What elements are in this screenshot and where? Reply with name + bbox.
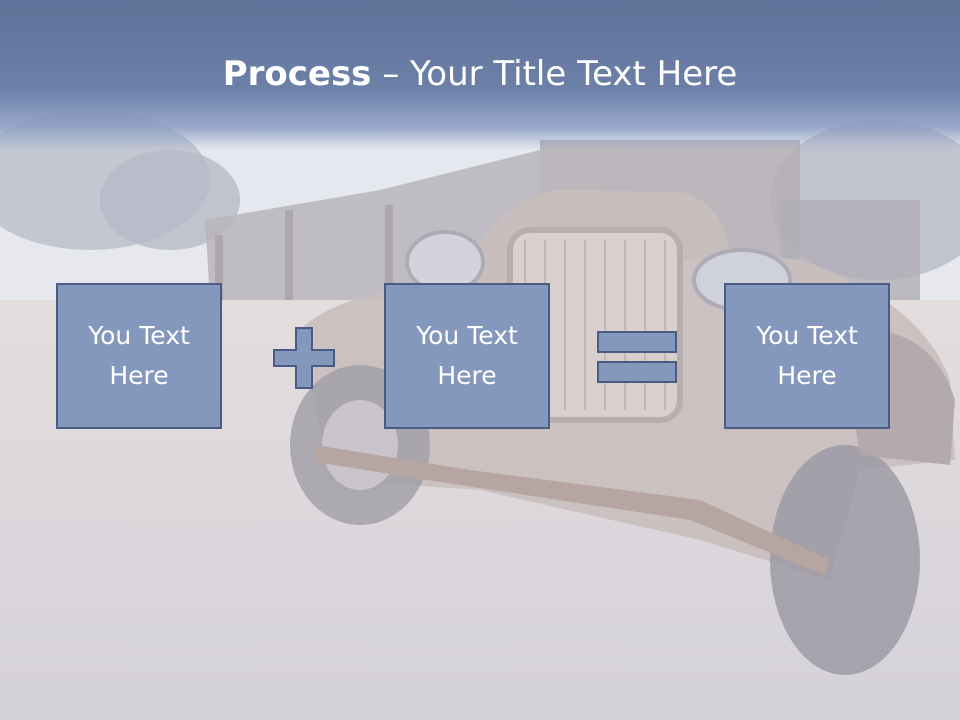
title-rest: – Your Title Text Here <box>371 54 738 94</box>
equals-icon <box>597 331 677 383</box>
title-bar <box>0 0 960 150</box>
text-box-3[interactable]: You Text Here <box>724 283 890 429</box>
slide-title[interactable]: Process – Your Title Text Here <box>0 52 960 96</box>
plus-icon <box>273 327 335 389</box>
text-box-2-label: You Text Here <box>416 321 518 390</box>
title-bold: Process <box>222 54 372 94</box>
text-box-3-label: You Text Here <box>756 321 858 390</box>
text-box-1[interactable]: You Text Here <box>56 283 222 429</box>
text-box-2[interactable]: You Text Here <box>384 283 550 429</box>
text-box-1-label: You Text Here <box>88 321 190 390</box>
